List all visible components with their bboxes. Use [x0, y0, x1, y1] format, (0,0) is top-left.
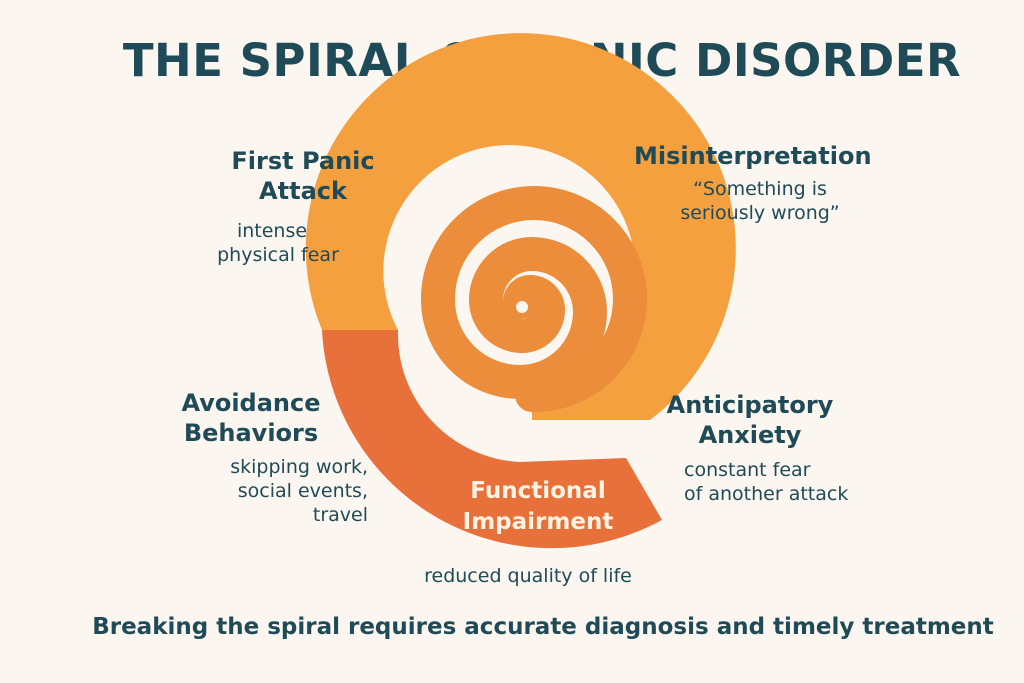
stage-functional-desc: reduced quality of life — [424, 565, 632, 587]
stage-avoidance-desc: skipping work, social events, travel — [230, 456, 368, 526]
stage-functional-title: Functional Impairment — [462, 478, 614, 536]
stage-first-panic-desc: intense physical fear — [217, 220, 339, 266]
spiral-tail-band — [322, 330, 662, 549]
stage-misinterpretation-title: Misinterpretation — [634, 142, 872, 170]
stage-first-panic: First Panic Attack — [228, 146, 378, 206]
stage-first-panic-title: First Panic Attack — [231, 147, 375, 205]
stage-anticipatory-desc: constant fear of another attack — [684, 459, 849, 505]
stage-misinterpretation-desc: “Something is seriously wrong” — [680, 178, 840, 224]
footer-note: Breaking the spiral requires accurate di… — [92, 614, 994, 640]
spiral-center — [516, 301, 528, 313]
stage-anticipatory-title: Anticipatory Anxiety — [666, 391, 834, 449]
stage-avoidance-title: Avoidance Behaviors — [181, 389, 321, 447]
spiral-inner-coil — [420, 186, 647, 413]
